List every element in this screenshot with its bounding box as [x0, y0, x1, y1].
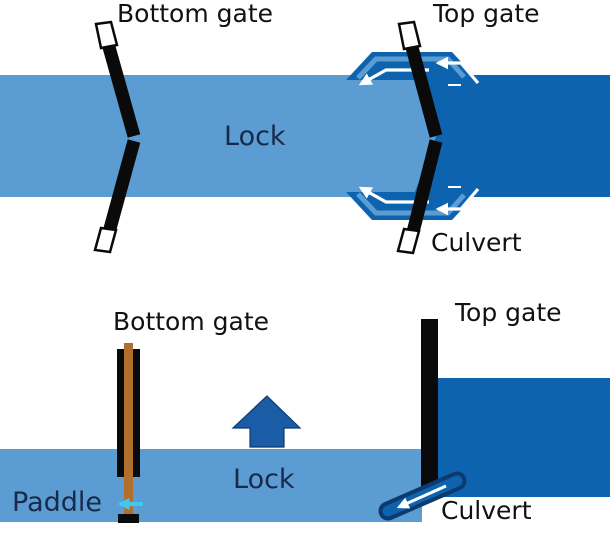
- side-lock-label: Lock: [233, 464, 295, 495]
- plan-bottom-gate-lower-leaf: [101, 139, 141, 238]
- side-paddle-label: Paddle: [12, 487, 103, 518]
- flow-arrow-icon: [396, 484, 447, 509]
- side-paddle-stem: [124, 343, 133, 517]
- flow-arrow-icon: [435, 187, 480, 216]
- side-upper-pound-water: [438, 378, 610, 497]
- plan-bottom-gate-heel-post: [93, 226, 118, 254]
- plan-upper-pound-water: [413, 75, 610, 197]
- side-bottom-gate-sill: [118, 514, 139, 523]
- side-bottom-gate-right-member: [133, 349, 140, 477]
- side-top-gate-label: Top gate: [455, 298, 562, 327]
- plan-top-gate-heel-post: [397, 20, 422, 51]
- plan-bottom-gate-label: Bottom gate: [117, 0, 274, 28]
- plan-lock-label: Lock: [224, 121, 286, 152]
- plan-top-gate-heel-post: [396, 227, 421, 255]
- plan-bottom-gate-heel-post: [94, 20, 119, 50]
- side-lock-chamber-water: [0, 449, 422, 522]
- plan-top-gate-lower-leaf: [405, 139, 443, 238]
- water-rising-arrow-icon: [231, 395, 302, 448]
- plan-bottom-gate-upper-leaf: [100, 38, 141, 138]
- plan-culvert-label: Culvert: [431, 228, 522, 257]
- side-bottom-gate-left-member: [117, 349, 124, 477]
- flow-arrow-icon: [435, 56, 480, 85]
- side-bottom-gate-label: Bottom gate: [113, 307, 270, 336]
- side-top-gate: [421, 319, 438, 497]
- plan-top-gate-upper-leaf: [403, 38, 443, 138]
- side-culvert-label: Culvert: [441, 496, 532, 525]
- plan-top-gate-label: Top gate: [433, 0, 540, 28]
